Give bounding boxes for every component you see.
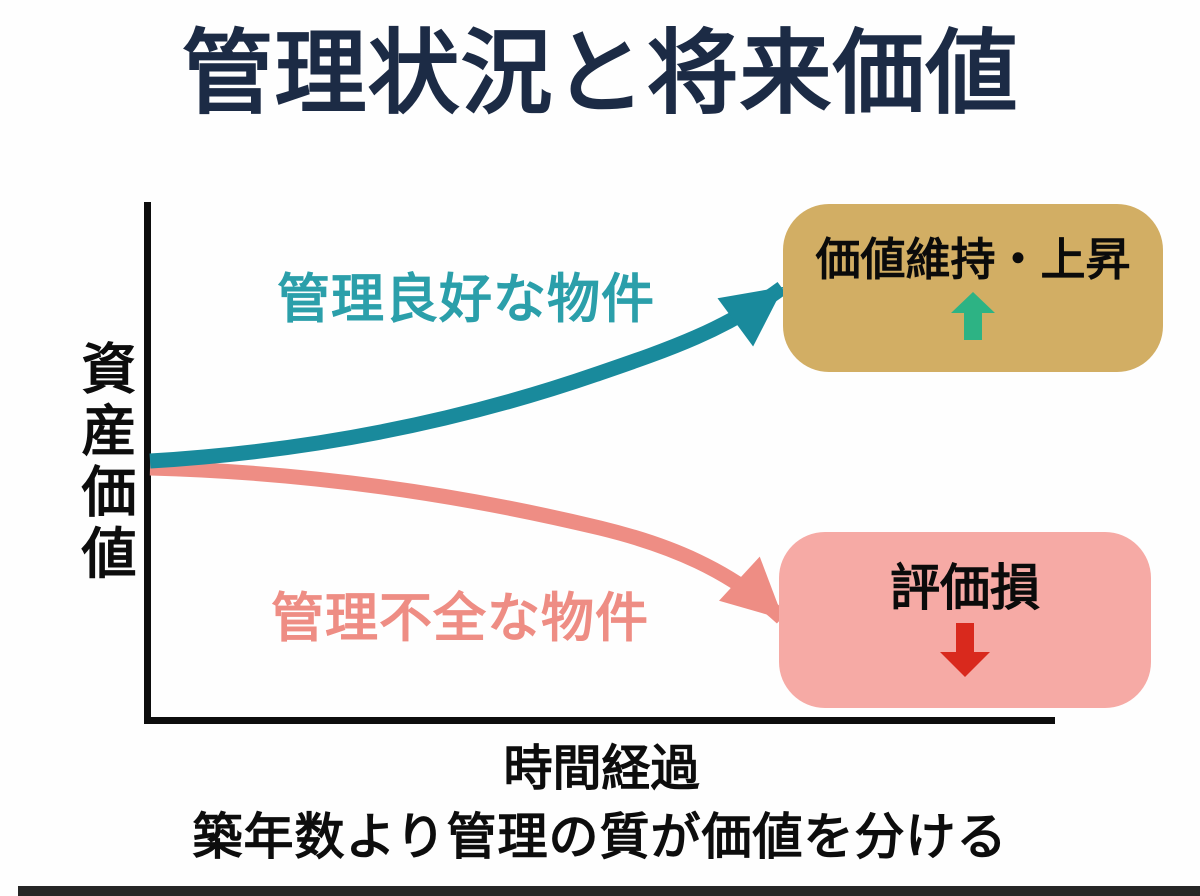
caption: 築年数より管理の質が価値を分ける <box>192 809 1008 865</box>
bad-series-label: 管理不全な物件 <box>271 589 649 648</box>
bad-outcome-label: 評価損 <box>890 560 1040 616</box>
x-axis-label: 時間経過 <box>503 742 700 796</box>
page-title: 管理状況と将来価値 <box>181 23 1019 125</box>
bottom-crop-bar <box>18 886 1200 896</box>
bad-outcome-box: 評価損 <box>779 532 1151 708</box>
up-arrow-icon <box>951 291 995 340</box>
good-series-label: 管理良好な物件 <box>277 270 655 329</box>
good-outcome-box: 価値維持・上昇 <box>783 204 1163 372</box>
bad-management-curve <box>149 460 788 624</box>
good-management-curve <box>149 281 787 469</box>
good-outcome-label: 価値維持・上昇 <box>815 233 1131 285</box>
down-arrow-icon <box>940 623 990 677</box>
y-axis-label: 資産価値 <box>73 340 135 587</box>
